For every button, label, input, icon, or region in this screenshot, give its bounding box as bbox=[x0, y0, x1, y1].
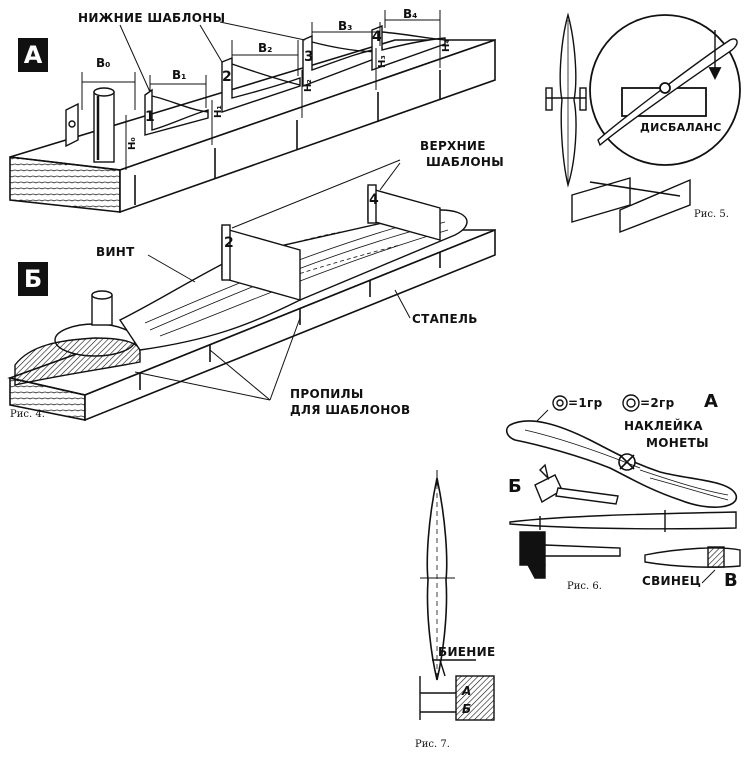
dim-h3: H₃ bbox=[377, 55, 388, 68]
upper-templates-label-2: ШАБЛОНЫ bbox=[426, 155, 505, 169]
dim-h4: H₄ bbox=[441, 39, 452, 52]
fig4-panel-a-tag: А bbox=[18, 38, 48, 72]
fig6-panel-a-label: А bbox=[704, 391, 718, 412]
imbalance-label: ДИСБАЛАНС bbox=[640, 121, 722, 134]
dim-h0: H₀ bbox=[127, 137, 138, 150]
fig6-caption: Рис. 6. bbox=[567, 581, 602, 592]
fig6-hammer bbox=[534, 463, 619, 505]
template-number-3: 3 bbox=[304, 49, 314, 65]
saw-cuts-label-2: ДЛЯ ШАБЛОНОВ bbox=[290, 403, 411, 417]
dim-b0: B₀ bbox=[96, 56, 111, 70]
fig4-b-propeller bbox=[14, 159, 468, 401]
fig6-panel-b-label: Б bbox=[508, 476, 522, 497]
fig7-caption: Рис. 7. bbox=[415, 739, 450, 750]
runout-label: БИЕНИЕ bbox=[438, 645, 496, 659]
fig7-propeller bbox=[420, 470, 455, 681]
dim-b1: B₁ bbox=[172, 68, 187, 82]
fig6-propeller-top bbox=[505, 420, 737, 508]
saw-cuts-label-1: ПРОПИЛЫ bbox=[290, 387, 364, 401]
dim-b2: B₂ bbox=[258, 41, 273, 55]
slipway-label: СТАПЕЛЬ bbox=[412, 312, 478, 326]
fig6-panel-v-label: В bbox=[724, 570, 738, 591]
upper-templates-label-1: ВЕРХНИЕ bbox=[420, 139, 486, 153]
fig5-caption: Рис. 5. bbox=[694, 209, 729, 220]
fig7-mark-a: А bbox=[462, 684, 472, 698]
dim-b4: B₄ bbox=[403, 7, 418, 21]
dim-h1: H₁ bbox=[213, 105, 224, 118]
propeller-label: ВИНТ bbox=[96, 245, 135, 259]
fig5-propeller-side bbox=[545, 12, 587, 188]
coin-1gr-label: =1гр bbox=[568, 396, 603, 410]
template-number-2: 2 bbox=[222, 69, 232, 85]
fig5-rest-stand bbox=[571, 177, 691, 234]
template-number-1: 1 bbox=[145, 109, 155, 125]
upper-template-number-4: 4 bbox=[369, 192, 379, 208]
fig4-a-board bbox=[9, 38, 496, 214]
fig4-caption: Рис. 4. bbox=[10, 409, 45, 420]
lower-templates-label: НИЖНИЕ ШАБЛОНЫ bbox=[78, 11, 226, 25]
fig5-imbalance-circle bbox=[589, 14, 741, 166]
fig4-panel-b-tag: Б bbox=[18, 262, 48, 296]
lead-label: СВИНЕЦ bbox=[642, 574, 702, 588]
fig7-mark-b: Б bbox=[462, 702, 472, 716]
coin-sticking-label-1: НАКЛЕЙКА bbox=[624, 419, 703, 433]
coin-2gr-label: =2гр bbox=[640, 396, 675, 410]
dim-b3: B₃ bbox=[338, 19, 353, 33]
fig7-gauge bbox=[419, 659, 495, 721]
fig6-lead-blade bbox=[644, 546, 741, 584]
dim-h2: H₂ bbox=[303, 79, 314, 92]
template-number-4: 4 bbox=[372, 29, 382, 45]
fig4-a-templates bbox=[65, 10, 446, 170]
coin-sticking-label-2: МОНЕТЫ bbox=[646, 436, 709, 450]
fig6-blade-edge bbox=[509, 510, 737, 579]
upper-template-number-2: 2 bbox=[224, 235, 234, 251]
